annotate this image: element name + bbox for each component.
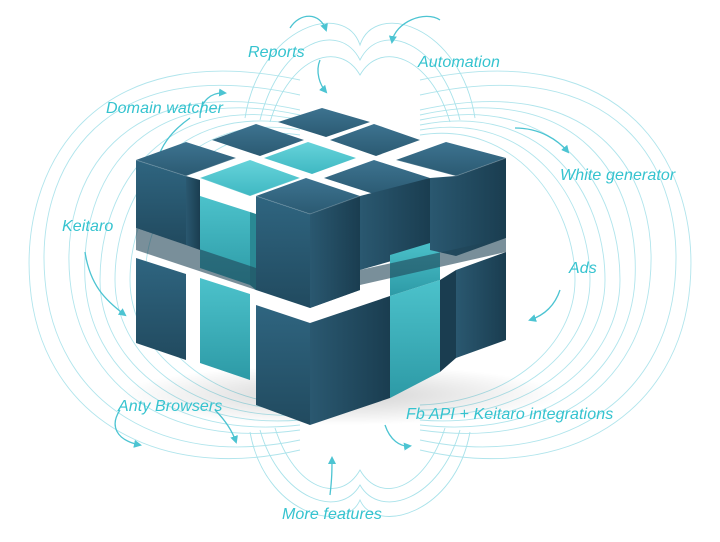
bottom-field-arcs [249,427,471,517]
label-anty-browsers: Anty Browsers [118,398,223,415]
label-ads: Ads [569,260,597,277]
label-domain-watcher: Domain watcher [106,100,224,117]
cube-top-layer [136,108,506,214]
cube-left-face [136,160,256,380]
label-arrows [84,15,570,496]
cube-highlights [135,157,507,215]
label-more-features: More features [282,506,383,523]
label-fb-api-keitaro: Fb API + Keitaro integrations [406,406,614,423]
label-white-generator: White generator [560,167,676,184]
label-keitaro: Keitaro [62,218,114,235]
cube-front-face [136,158,506,425]
label-automation: Automation [418,54,500,71]
top-field-arcs [244,22,476,123]
label-reports: Reports [248,44,305,61]
